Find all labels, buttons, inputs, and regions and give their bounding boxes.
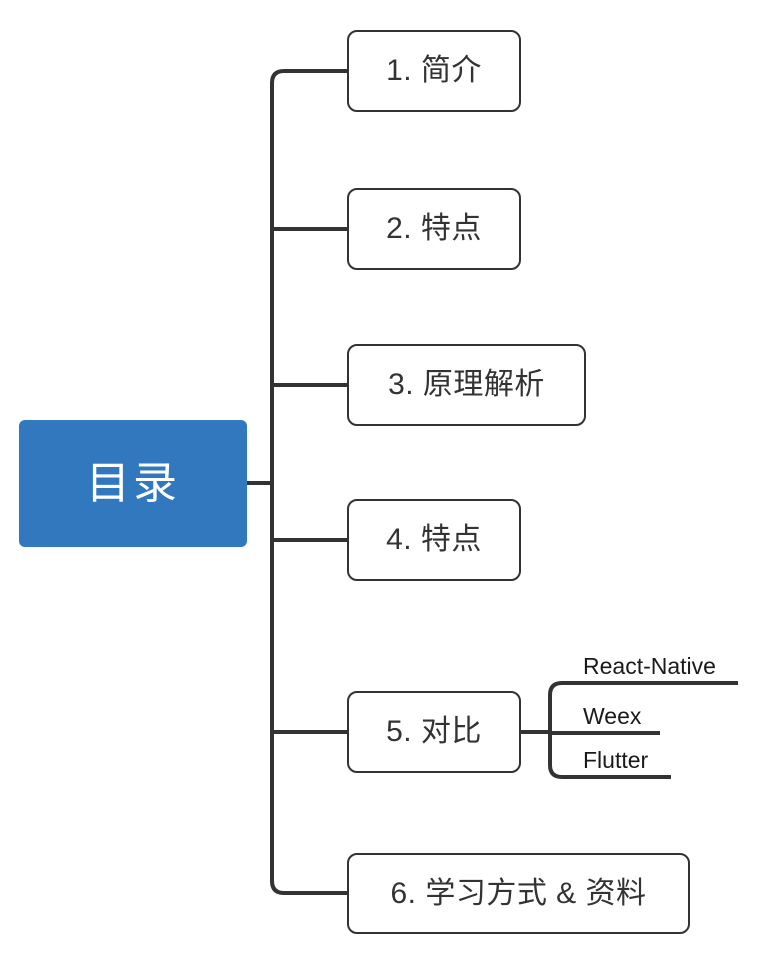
branch-node-5-label: 5. 对比 [386,715,482,748]
branch-node-1-label: 1. 简介 [386,54,482,87]
branch-node-4-label: 4. 特点 [386,523,482,556]
root-node[interactable]: 目录 [19,420,247,547]
branch-node-6-label: 6. 学习方式 & 资料 [390,876,647,910]
branch-node-2[interactable]: 2. 特点 [347,188,521,270]
branch-node-3-label: 3. 原理解析 [388,368,545,401]
sub-leaf-flutter-label: Flutter [583,747,649,773]
sub-leaf-weex-label: Weex [583,703,642,729]
sub-leaf-weex[interactable]: Weex [583,705,641,728]
sub-leaf-react-native[interactable]: React-Native [583,655,716,678]
branch-node-3[interactable]: 3. 原理解析 [347,344,586,426]
connector-main-trunk [270,69,347,895]
branch-node-4[interactable]: 4. 特点 [347,499,521,581]
sub-leaf-flutter[interactable]: Flutter [583,749,648,772]
sub-leaf-react-native-label: React-Native [583,653,716,679]
root-node-label: 目录 [86,458,180,508]
branch-node-6[interactable]: 6. 学习方式 & 资料 [347,853,690,934]
branch-node-2-label: 2. 特点 [386,212,482,245]
branch-node-5[interactable]: 5. 对比 [347,691,521,773]
branch-node-1[interactable]: 1. 简介 [347,30,521,112]
